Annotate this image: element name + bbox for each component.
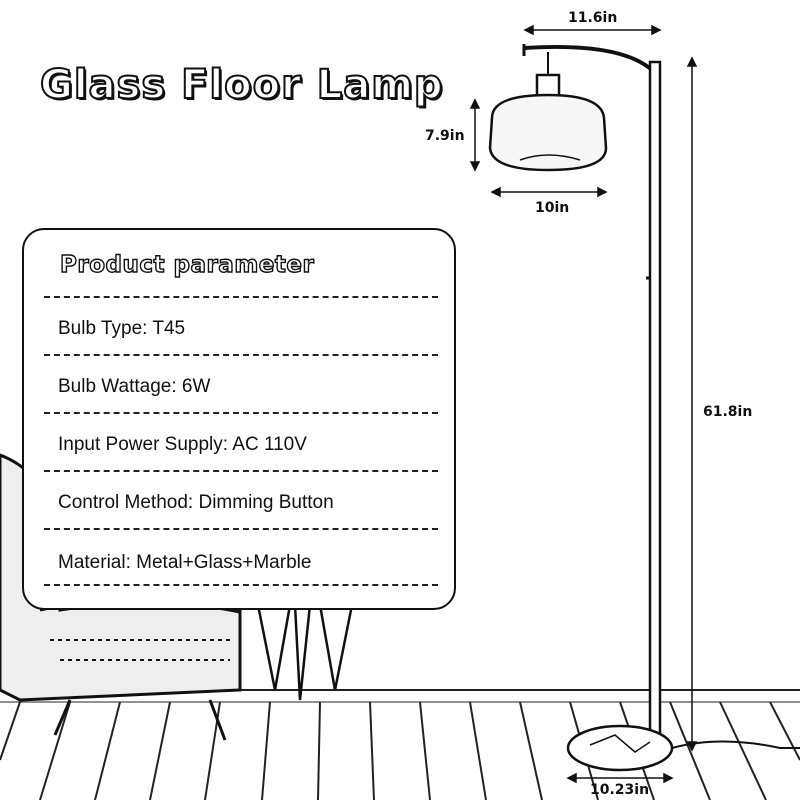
dimension-shade-width: 10in	[535, 200, 570, 216]
divider	[44, 412, 438, 414]
dimension-lines	[469, 24, 698, 784]
divider	[44, 528, 438, 530]
dimension-arm-width: 11.6in	[568, 10, 618, 26]
param-label: Material:	[58, 552, 131, 573]
param-label: Bulb Type:	[58, 318, 148, 339]
param-label: Control Method:	[58, 492, 194, 513]
divider	[44, 470, 438, 472]
param-row-input-power: Input Power Supply: AC 110V	[58, 434, 307, 456]
dimension-total-height: 61.8in	[703, 404, 753, 420]
divider	[44, 354, 438, 356]
parameter-panel: Product parameter Bulb Type: T45 Bulb Wa…	[22, 228, 456, 610]
param-value: Dimming Button	[198, 492, 334, 513]
dimension-shade-height: 7.9in	[425, 128, 465, 144]
floor-lamp-icon	[488, 44, 800, 772]
param-label: Input Power Supply:	[58, 434, 229, 455]
param-value: T45	[152, 318, 186, 339]
page-title: Glass Floor Lamp	[39, 61, 444, 109]
panel-heading: Product parameter	[59, 251, 315, 278]
divider	[44, 584, 438, 586]
param-row-material: Material: Metal+Glass+Marble	[58, 552, 311, 574]
param-value: 6W	[181, 376, 211, 397]
param-row-bulb-type: Bulb Type: T45	[58, 318, 185, 340]
param-label: Bulb Wattage:	[58, 376, 177, 397]
divider	[44, 296, 438, 298]
param-value: AC 110V	[232, 434, 307, 455]
floor-boards	[0, 689, 800, 800]
dimension-base-width: 10.23in	[590, 782, 650, 798]
param-row-control-method: Control Method: Dimming Button	[58, 492, 334, 514]
param-row-bulb-wattage: Bulb Wattage: 6W	[58, 376, 210, 398]
param-value: Metal+Glass+Marble	[136, 552, 312, 573]
